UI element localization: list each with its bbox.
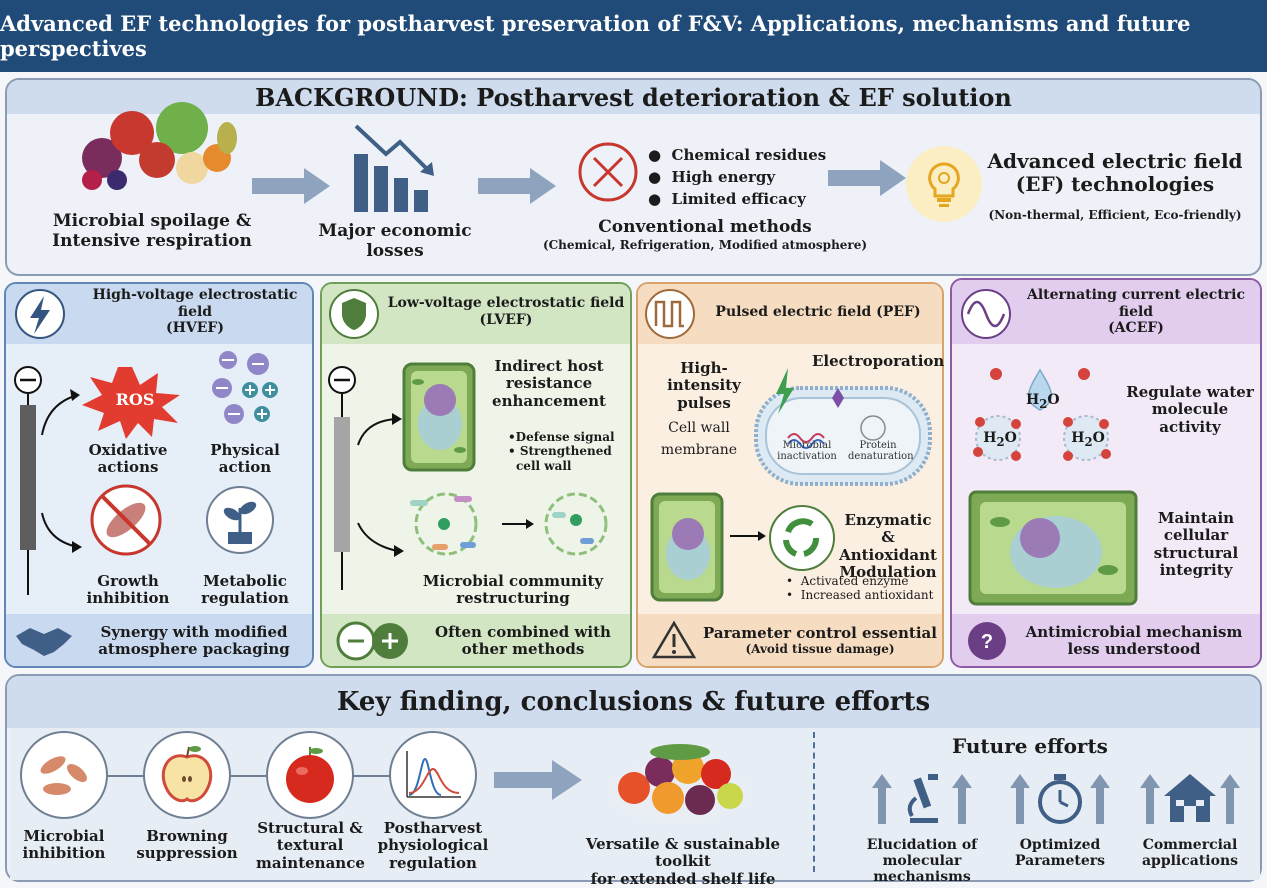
lvef-card bbox=[320, 282, 632, 668]
sine-wave-icon bbox=[961, 289, 1011, 339]
finding-browning-circle bbox=[143, 731, 231, 819]
bullet-item: ● Limited efficacy bbox=[648, 190, 806, 208]
tomato-icon bbox=[286, 747, 334, 803]
h2o-label: H2O bbox=[983, 430, 1017, 449]
flow-arrow-icon bbox=[252, 168, 330, 204]
pef-enzyme-bullets: • Activated enzyme • Increased antioxida… bbox=[786, 574, 934, 603]
plant-cell-icon bbox=[650, 492, 724, 602]
warning-icon bbox=[652, 620, 696, 659]
pulse-icon bbox=[645, 289, 695, 339]
ros-burst-icon bbox=[82, 367, 180, 439]
charges-icon bbox=[212, 351, 278, 424]
bullet-item: ● Chemical residues bbox=[648, 146, 827, 164]
flow-arrow-icon bbox=[494, 760, 582, 800]
lvef-host-bullets: •Defense signal • Strengthened cell wall bbox=[508, 430, 615, 473]
question-icon: ? bbox=[968, 622, 1006, 660]
connector-line bbox=[100, 775, 400, 777]
chromatogram-icon bbox=[406, 751, 461, 798]
microscope-icon bbox=[872, 774, 972, 824]
flow-arrow-icon bbox=[828, 160, 906, 196]
bacteria-icon bbox=[40, 756, 87, 795]
electrode-icon bbox=[14, 366, 82, 595]
step-spoilage-label: Microbial spoilage & Intensive respirati… bbox=[52, 211, 252, 251]
apple-half-icon bbox=[161, 746, 213, 803]
no-bacteria-icon bbox=[90, 484, 162, 556]
pef-electroporation-label: Electroporation bbox=[812, 352, 945, 370]
produce-icon bbox=[82, 102, 237, 190]
acef-title: Alternating current electric field(ACEF) bbox=[1026, 286, 1246, 337]
lightbulb-icon bbox=[906, 146, 982, 222]
page-title: Advanced EF technologies for postharvest… bbox=[0, 0, 1267, 72]
step-ef-sub: (Non-thermal, Efficient, Eco-friendly) bbox=[988, 208, 1242, 222]
bullet-item: ● High energy bbox=[648, 168, 776, 186]
sprout-icon bbox=[206, 486, 274, 554]
handshake-icon bbox=[16, 628, 72, 656]
shield-icon bbox=[329, 289, 379, 339]
finding-structural-circle bbox=[266, 731, 354, 819]
microbial-community-icon bbox=[410, 492, 608, 556]
recycle-icon bbox=[769, 505, 835, 571]
arrow-right-icon bbox=[730, 531, 766, 541]
flow-arrow-icon bbox=[478, 168, 556, 204]
stopwatch-icon bbox=[1010, 774, 1110, 824]
hvef-title: High-voltage electrostatic field(HVEF) bbox=[92, 286, 298, 337]
plant-cell-icon bbox=[402, 362, 476, 472]
declining-chart-icon bbox=[354, 124, 434, 212]
key-findings-heading: Key finding, conclusions & future effort… bbox=[7, 676, 1260, 728]
pef-title: Pulsed electric field (PEF) bbox=[715, 303, 921, 320]
conventional-bullets: ● Chemical residues ● High energy ● Limi… bbox=[648, 144, 826, 210]
divider bbox=[813, 732, 815, 872]
h2o-label: H2O bbox=[1026, 392, 1060, 411]
finding-microbial-circle bbox=[20, 731, 108, 819]
future-heading: Future efforts bbox=[952, 734, 1108, 758]
minus-plus-icon bbox=[336, 621, 408, 661]
lvef-title: Low-voltage electrostatic field(LVEF) bbox=[387, 295, 625, 328]
lightning-icon bbox=[15, 289, 65, 339]
water-molecules-icon bbox=[973, 368, 1111, 461]
plant-cell-icon bbox=[968, 490, 1138, 606]
electroporation-icon bbox=[754, 368, 932, 486]
produce-basket-icon bbox=[609, 744, 749, 822]
prohibited-icon bbox=[578, 142, 638, 202]
step-losses-label: Major economic losses bbox=[318, 221, 472, 261]
electrode-icon bbox=[328, 366, 404, 590]
ros-label: ROS bbox=[115, 390, 155, 409]
house-icon bbox=[1140, 774, 1240, 824]
svg-text:?: ? bbox=[981, 631, 993, 653]
step-ef-label: Advanced electric field (EF) technologie… bbox=[987, 149, 1243, 196]
step-conventional-label: Conventional methods bbox=[598, 217, 812, 237]
step-conventional-sub: (Chemical, Refrigeration, Modified atmos… bbox=[542, 238, 868, 252]
h2o-label: H2O bbox=[1071, 430, 1105, 449]
finding-physiological-circle bbox=[389, 731, 477, 819]
pef-footer: Parameter control essential(Avoid tissue… bbox=[703, 624, 937, 656]
hvef-card bbox=[4, 282, 314, 668]
background-heading: BACKGROUND: Postharvest deterioration & … bbox=[7, 80, 1260, 114]
